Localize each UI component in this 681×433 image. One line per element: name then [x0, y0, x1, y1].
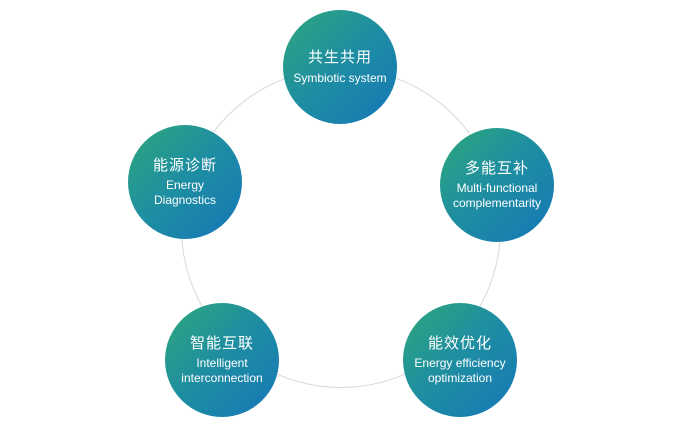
node-label-zh: 多能互补 [464, 159, 529, 177]
node-label-en: Multi-functional complementarity [452, 181, 542, 211]
node-symbiotic-system: 共生共用 Symbiotic system [283, 10, 397, 124]
node-label-zh: 共生共用 [307, 49, 372, 67]
node-label-zh: 能效优化 [427, 334, 492, 352]
node-label-zh: 智能互联 [189, 334, 254, 352]
node-multi-functional-complementarity: 多能互补 Multi-functional complementarity [440, 128, 554, 242]
node-label-en: Intelligent interconnection [181, 356, 263, 386]
node-energy-diagnostics: 能源诊断 Energy Diagnostics [128, 125, 242, 239]
node-energy-efficiency-optimization: 能效优化 Energy efficiency optimization [403, 303, 517, 417]
node-label-en: Symbiotic system [293, 70, 387, 85]
node-label-zh: 能源诊断 [152, 156, 217, 174]
node-intelligent-interconnection: 智能互联 Intelligent interconnection [165, 303, 279, 417]
node-label-en: Energy Diagnostics [153, 178, 217, 208]
node-label-en: Energy efficiency optimization [414, 356, 506, 386]
